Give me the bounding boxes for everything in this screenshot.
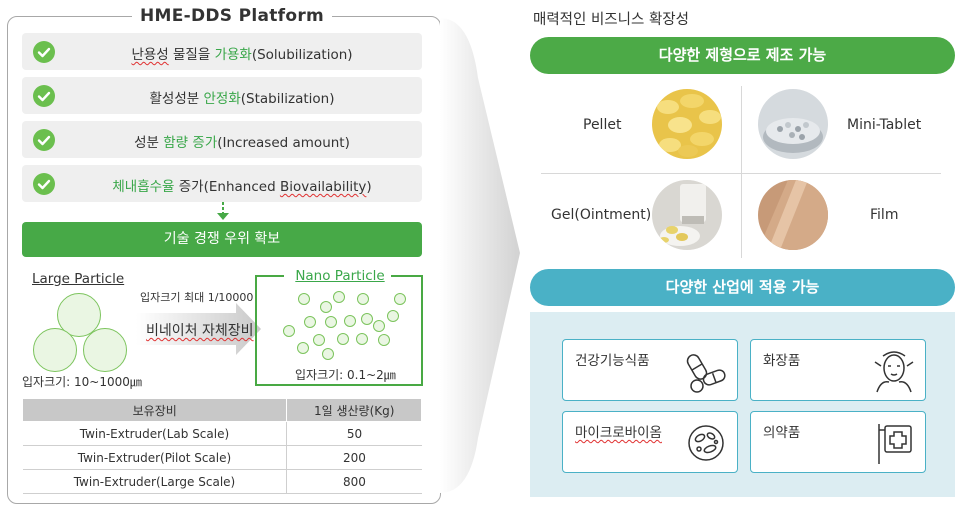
nano-particle-dot	[337, 333, 349, 345]
formulation-mini-tablet-label: Mini-Tablet	[847, 117, 922, 133]
table-header: 1일 생산량(Kg)	[286, 398, 422, 422]
feature-text: 난용성 물질을 가용화(Solubilization)	[131, 47, 353, 63]
table-cell: Twin-Extruder(Pilot Scale)	[22, 445, 288, 470]
table-header: 보유장비	[21, 398, 288, 422]
feature-stabilization: 활성성분 안정화(Stabilization)	[22, 77, 422, 114]
industry-label: 건강기능식품	[575, 353, 650, 369]
down-arrow-icon	[217, 202, 229, 220]
nano-particle-dot	[378, 334, 390, 346]
pills-icon	[686, 354, 726, 393]
table-row: Twin-Extruder(Lab Scale) 50	[22, 421, 422, 446]
industry-label: 마이크로바이옴	[575, 425, 662, 441]
nano-particle-dot	[313, 334, 325, 346]
industry-card-cosmetics: 화장품	[750, 339, 926, 401]
nano-box-border	[255, 275, 284, 277]
platform-title: HME-DDS Platform	[132, 6, 332, 26]
nano-particle-dot	[344, 315, 356, 327]
business-title: 매력적인 비즈니스 확장성	[533, 12, 689, 28]
industry-pill: 다양한 산업에 적용 가능	[530, 269, 955, 306]
pharmacy-sign-icon	[878, 424, 912, 464]
industry-label: 의약품	[763, 425, 801, 441]
pellet-photo	[652, 89, 722, 159]
feature-bioavailability: 체내흡수율 증가(Enhanced Biovailability)	[22, 165, 422, 202]
transform-arrow-icon	[136, 303, 261, 355]
feature-text: 체내흡수율 증가(Enhanced Biovailability)	[112, 179, 372, 195]
nano-particle-dot	[394, 293, 406, 305]
nano-particle-dot	[298, 293, 310, 305]
feature-text: 활성성분 안정화(Stabilization)	[149, 91, 335, 107]
large-particle-size: 입자크기: 10~1000㎛	[22, 375, 142, 389]
nano-particle-size: 입자크기: 0.1~2㎛	[295, 368, 396, 382]
equipment-table: 보유장비 1일 생산량(Kg) Twin-Extruder(Lab Scale)…	[21, 398, 422, 494]
industry-card-pharmaceuticals: 의약품	[750, 411, 926, 473]
table-row: Twin-Extruder(Pilot Scale) 200	[22, 445, 422, 470]
mini-tablet-photo	[758, 89, 828, 159]
nano-particle-label: Nano Particle	[295, 268, 385, 284]
formulation-pill: 다양한 제형으로 제조 가능	[530, 37, 955, 74]
own-equipment-label: 비네이처 자체장비	[146, 323, 254, 339]
feature-text: 성분 함량 증가(Increased amount)	[134, 135, 350, 151]
nano-particle-dot	[325, 316, 337, 328]
table-cell: 800	[286, 469, 422, 494]
nano-particle-dot	[373, 320, 385, 332]
industry-card-health-food: 건강기능식품	[562, 339, 738, 401]
large-particle-circle	[33, 328, 77, 372]
bacteria-icon	[688, 425, 724, 461]
divider	[541, 173, 941, 174]
nano-particle-dot	[322, 348, 334, 360]
table-cell: Twin-Extruder(Large Scale)	[22, 469, 288, 494]
nano-particle-dot	[333, 291, 345, 303]
check-icon	[33, 173, 55, 195]
check-icon	[33, 129, 55, 151]
size-ratio-label: 입자크기 최대 1/10000	[140, 291, 254, 304]
table-cell: 200	[286, 445, 422, 470]
formulation-film-label: Film	[870, 207, 899, 223]
film-photo	[758, 180, 828, 250]
feature-solubilization: 난용성 물질을 가용화(Solubilization)	[22, 33, 422, 70]
nano-particle-dot	[320, 301, 332, 313]
table-cell: Twin-Extruder(Lab Scale)	[22, 421, 288, 446]
large-particle-label: Large Particle	[32, 271, 125, 287]
check-icon	[33, 85, 55, 107]
nano-particle-dot	[297, 342, 309, 354]
large-particle-circle	[83, 328, 127, 372]
nano-particle-dot	[283, 325, 295, 337]
check-icon	[33, 41, 55, 63]
nano-particle-box	[255, 275, 423, 386]
table-cell: 50	[286, 421, 422, 446]
nano-particle-dot	[356, 333, 368, 345]
industry-label: 화장품	[763, 353, 801, 369]
face-mask-icon	[874, 351, 914, 393]
industry-card-microbiome: 마이크로바이옴	[562, 411, 738, 473]
divider	[741, 86, 742, 258]
nano-particle-dot	[357, 293, 369, 305]
table-row: Twin-Extruder(Large Scale) 800	[22, 469, 422, 494]
nano-box-border	[391, 275, 423, 277]
nano-particle-dot	[361, 313, 373, 325]
competitive-advantage-bar: 기술 경쟁 우위 확보	[22, 222, 422, 257]
table-header-row: 보유장비 1일 생산량(Kg)	[21, 398, 422, 422]
nano-particle-dot	[304, 316, 316, 328]
gel-photo	[652, 180, 722, 250]
feature-increased-amount: 성분 함량 증가(Increased amount)	[22, 121, 422, 158]
formulation-pellet-label: Pellet	[583, 117, 622, 133]
flow-arrow-icon	[440, 18, 520, 493]
nano-particle-dot	[387, 310, 399, 322]
formulation-gel-label: Gel(Ointment)	[551, 207, 652, 223]
